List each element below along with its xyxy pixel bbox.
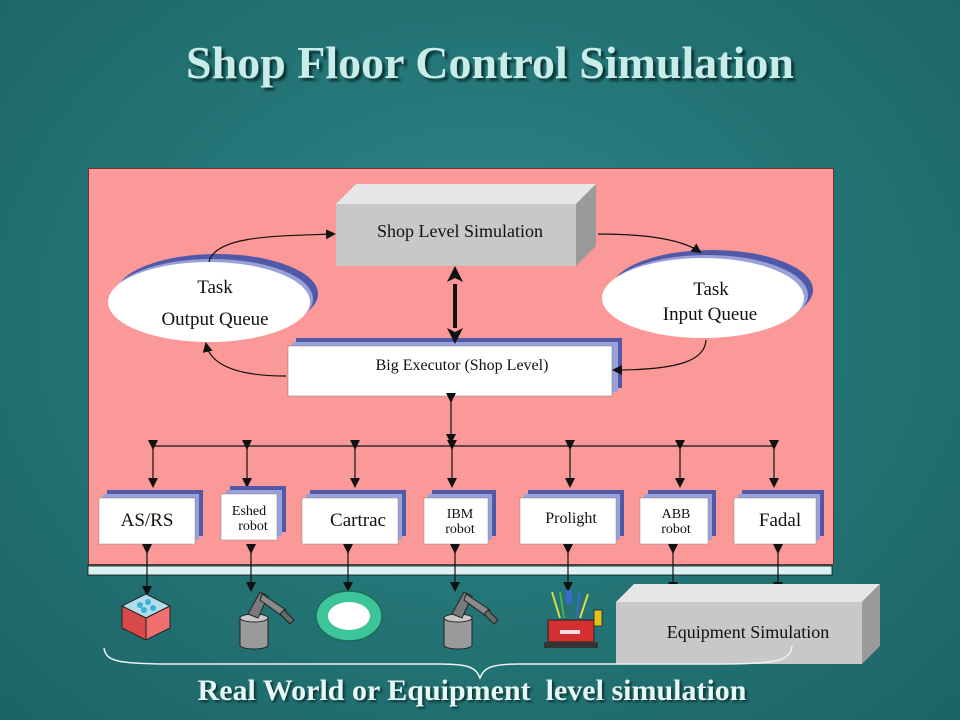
equipment-asrs: AS/RS bbox=[99, 511, 195, 531]
output-queue-line1: Task bbox=[197, 277, 233, 298]
shop-level-label: Shop Level Simulation bbox=[377, 221, 543, 241]
cartrac-ring-icon bbox=[315, 590, 383, 642]
robot-arm-icon bbox=[443, 591, 499, 650]
equipment-fadal-label: Fadal bbox=[758, 510, 802, 531]
equipment-eshed-line2: robot bbox=[238, 518, 268, 534]
equipment-ibm-line1: IBM bbox=[446, 507, 474, 522]
equipment-eshed: Eshed robot bbox=[221, 504, 277, 534]
device-links bbox=[142, 544, 783, 596]
flow-input-to-executor bbox=[612, 339, 707, 375]
equipment-simulation-label: Equipment Simulation bbox=[666, 622, 830, 642]
shop-level-box bbox=[336, 184, 596, 266]
flow-executor-to-output bbox=[202, 342, 287, 377]
arrowhead-down bbox=[447, 328, 463, 344]
equipment-abb: ABB robot bbox=[640, 507, 712, 537]
grouping-brace bbox=[103, 645, 793, 681]
equipment-prolight: Prolight bbox=[520, 510, 622, 528]
equipment-ibm-line2: robot bbox=[445, 521, 475, 537]
task-input-queue bbox=[602, 250, 813, 338]
equipment-cartrac-label: Cartrac bbox=[330, 510, 386, 531]
output-queue-line2: Output Queue bbox=[161, 309, 269, 330]
equipment-ibm: IBM robot bbox=[424, 507, 496, 537]
robot-arm-icon bbox=[239, 591, 295, 650]
network-strip bbox=[87, 565, 833, 576]
input-queue-line2: Input Queue bbox=[662, 304, 758, 325]
equipment-fadal: Fadal bbox=[740, 511, 820, 531]
task-output-queue bbox=[108, 254, 318, 342]
equipment-eshed-line1: Eshed bbox=[231, 504, 267, 519]
arrowhead-up bbox=[447, 266, 463, 282]
equipment-abb-line1: ABB bbox=[661, 507, 691, 522]
bottom-caption: Real World or Equipment level simulation bbox=[197, 674, 747, 707]
prolight-machine-icon bbox=[544, 590, 603, 648]
equipment-boxes bbox=[98, 486, 824, 545]
equipment-abb-line2: robot bbox=[661, 521, 691, 537]
equipment-prolight-label: Prolight bbox=[545, 510, 597, 527]
slide-title: Shop Floor Control Simulation bbox=[186, 37, 794, 88]
equipment-cartrac: Cartrac bbox=[310, 511, 406, 531]
big-executor-box bbox=[287, 338, 622, 397]
bus-drops bbox=[148, 440, 779, 488]
storage-bin-icon bbox=[120, 593, 172, 641]
equipment-simulation-box bbox=[616, 584, 880, 664]
equipment-asrs-label: AS/RS bbox=[120, 510, 174, 531]
big-executor-label: Big Executor (Shop Level) bbox=[375, 357, 549, 374]
flow-output-to-shop bbox=[208, 229, 336, 263]
flow-shop-to-input bbox=[597, 233, 702, 254]
input-queue-line1: Task bbox=[693, 279, 729, 300]
